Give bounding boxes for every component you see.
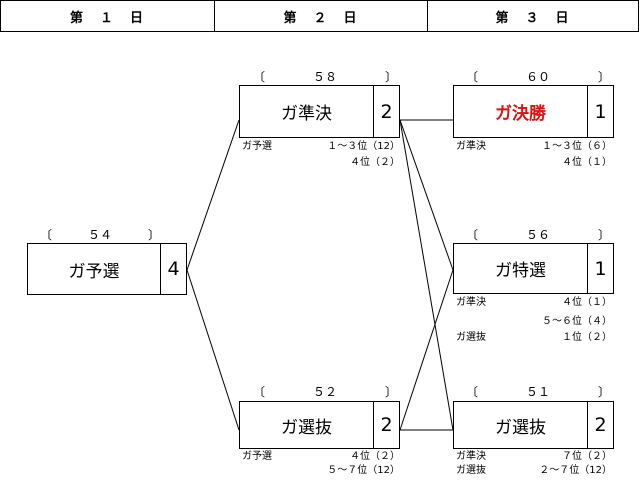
match-name: ガ選抜 bbox=[454, 402, 588, 448]
match-box-kesshou[interactable]: ガ決勝 1 bbox=[453, 85, 614, 138]
source-rank: ７位（２） bbox=[562, 451, 612, 462]
source-from: ガ準決 bbox=[456, 141, 486, 152]
source-from: ガ準決 bbox=[456, 297, 486, 308]
source-rank: ４位（２） bbox=[350, 451, 400, 462]
header-day2: 第 ２ 日 bbox=[214, 1, 427, 31]
line-yosen-to-junkesshou bbox=[186, 119, 240, 271]
match-count: 2 bbox=[380, 414, 393, 436]
match-box-senbatsu52[interactable]: ガ選抜 2 bbox=[239, 401, 400, 449]
match-box-junkesshou[interactable]: ガ準決 2 bbox=[239, 85, 400, 138]
match-box-tokusen[interactable]: ガ特選 1 bbox=[453, 243, 614, 294]
source-from: ガ予選 bbox=[242, 141, 272, 152]
match-number-56: 〔 ５６ 〕 bbox=[466, 228, 611, 242]
line-junkesshou-to-tokusen bbox=[399, 119, 454, 271]
match-name: ガ予選 bbox=[28, 244, 161, 294]
match-number-58: 〔 ５８ 〕 bbox=[253, 70, 398, 84]
match-count: 1 bbox=[594, 100, 607, 123]
match-name: ガ選抜 bbox=[240, 402, 374, 448]
source-rank: ２～７位（12） bbox=[539, 465, 612, 476]
source-rank: ５～７位（12） bbox=[327, 465, 400, 476]
line-senbatsu52-to-tokusen bbox=[399, 269, 454, 431]
match-count: 2 bbox=[594, 414, 607, 436]
match-name: ガ決勝 bbox=[454, 86, 588, 137]
header-day3: 第 ３ 日 bbox=[427, 1, 638, 31]
source-rank: １位（２） bbox=[562, 332, 612, 343]
source-rank: ４位（１） bbox=[562, 297, 612, 308]
match-name: ガ特選 bbox=[454, 244, 588, 293]
source-rank: １～３位（12） bbox=[327, 141, 400, 152]
source-rank: ５～６位（４） bbox=[542, 316, 612, 327]
source-from: ガ選抜 bbox=[456, 465, 486, 476]
match-box-senbatsu51[interactable]: ガ選抜 2 bbox=[453, 401, 614, 449]
source-from: ガ準決 bbox=[456, 451, 486, 462]
match-box-yosen[interactable]: ガ予選 4 bbox=[27, 243, 187, 295]
match-number-54: 〔 ５４ 〕 bbox=[40, 228, 161, 242]
match-name: ガ準決 bbox=[240, 86, 374, 137]
line-yosen-to-senbatsu52 bbox=[186, 269, 240, 431]
source-rank: １～３位（６） bbox=[542, 141, 612, 152]
header-day1: 第 １ 日 bbox=[69, 10, 145, 26]
source-rank: ４位（２） bbox=[350, 157, 400, 168]
match-count: 4 bbox=[167, 258, 180, 280]
match-number-52: 〔 ５２ 〕 bbox=[253, 385, 398, 399]
line-junkesshou-to-senbatsu51 bbox=[399, 119, 454, 431]
match-count: 2 bbox=[380, 100, 393, 123]
source-rank: ４位（１） bbox=[562, 157, 612, 168]
match-count: 1 bbox=[594, 257, 607, 280]
match-number-60: 〔 ６０ 〕 bbox=[466, 70, 611, 84]
source-from: ガ選抜 bbox=[456, 332, 486, 343]
match-number-51: 〔 ５１ 〕 bbox=[466, 385, 611, 399]
source-from: ガ予選 bbox=[242, 451, 272, 462]
day-header: 第 １ 日 第 ２ 日 第 ３ 日 bbox=[0, 0, 639, 32]
